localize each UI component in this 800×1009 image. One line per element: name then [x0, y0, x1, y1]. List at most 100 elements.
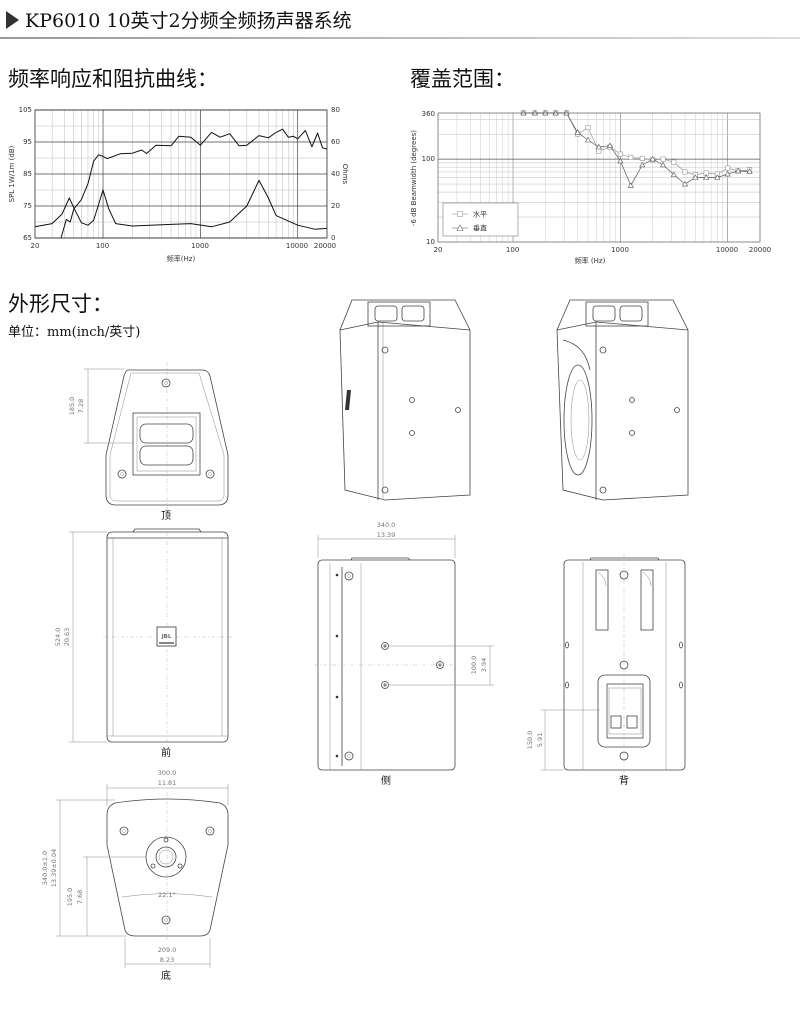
unit-note: 单位：mm(inch/英寸) — [8, 325, 141, 340]
bottom-offset-in: 7.68 — [76, 890, 84, 904]
c2-triangle-marker — [714, 174, 721, 180]
bottom-depth-in: 13.39±0.04 — [50, 849, 58, 888]
back-view-label: 背 — [619, 774, 629, 787]
c2-triangle-marker — [574, 129, 581, 135]
c2-xtick: 20000 — [749, 246, 771, 254]
c2-square-marker — [639, 155, 645, 161]
c2-triangle-marker — [649, 155, 656, 162]
side-spacing-in: 3.94 — [480, 658, 488, 672]
bottom-offset-mm: 195.0 — [66, 888, 74, 907]
bottom-view-label: 底 — [161, 969, 171, 982]
c1-ytick: 105 — [19, 106, 32, 114]
c2-xtick: 100 — [506, 246, 519, 254]
section-heading-response: 频率响应和阻抗曲线： — [8, 67, 218, 91]
top-dim-mm: 185.0 — [68, 397, 76, 416]
front-view-label: 前 — [161, 746, 171, 759]
bottom-width-in: 11.81 — [158, 779, 177, 787]
beamwidth-chart: 20 100 1000 10000 20000 10 100 360 频率 (H… — [410, 109, 771, 265]
c2-ylabel: -6 dB Beamwidth (degrees) — [410, 130, 418, 226]
bottom-view-drawing: 22.1° 300.0 11.81 340.0±1.0 13.39±0.04 1… — [41, 769, 229, 982]
c2-xlabel: 频率 (Hz) — [575, 256, 606, 265]
c2-square-marker — [596, 148, 602, 154]
side-view-label: 侧 — [381, 774, 391, 787]
c1-y2tick: 20 — [331, 202, 340, 210]
jbl-logo — [156, 626, 177, 647]
c1-y2tick: 60 — [331, 138, 340, 146]
c2-xtick: 20 — [434, 246, 443, 254]
back-dim-mm: 150.0 — [526, 731, 534, 750]
logo-text: JBL — [161, 634, 172, 640]
c1-series-spl — [60, 128, 328, 239]
c2-triangle-marker — [724, 170, 731, 177]
c2-xtick: 1000 — [611, 246, 629, 254]
c2-legend: 水平 垂直 — [442, 202, 519, 237]
bottom-angle: 22.1° — [158, 891, 176, 899]
perspective-view-woofer — [556, 299, 689, 501]
perspective-view-grille — [339, 299, 471, 501]
c1-xtick: 20000 — [314, 242, 336, 250]
legend-square-marker — [457, 211, 463, 217]
back-view-drawing: 150.0 5.91 背 — [526, 553, 686, 787]
title-arrow-icon — [6, 11, 19, 29]
c2-ytick: 10 — [426, 238, 435, 246]
c2-triangle-marker — [734, 167, 742, 174]
legend-label: 垂直 — [473, 224, 487, 233]
side-width-mm: 340.0 — [377, 521, 396, 529]
back-dim-in: 5.91 — [536, 733, 544, 747]
top-view-label: 顶 — [161, 510, 171, 522]
c1-series-impedance — [34, 179, 328, 230]
c2-square-marker — [682, 169, 688, 175]
c1-xtick: 10000 — [286, 242, 308, 250]
front-dim-mm: 524.0 — [54, 628, 62, 647]
side-spacing-mm: 100.0 — [470, 656, 478, 675]
c2-triangle-marker — [606, 142, 614, 149]
bottom-base-in: 8.23 — [160, 956, 174, 964]
c2-square-marker — [628, 154, 634, 160]
front-dim-in: 20.63 — [63, 628, 71, 647]
c2-ytick: 100 — [422, 155, 435, 163]
c2-triangle-marker — [703, 174, 710, 180]
legend-label: 水平 — [473, 210, 487, 219]
bottom-depth-mm: 340.0±1.0 — [41, 851, 49, 885]
side-view-drawing: 100.0 3.94 340.0 13.39 侧 — [314, 521, 494, 787]
c2-triangle-marker — [627, 182, 634, 188]
c1-xtick: 1000 — [191, 242, 209, 250]
side-width-in: 13.39 — [377, 531, 396, 539]
c1-ytick: 95 — [23, 138, 32, 146]
c2-square-marker — [617, 151, 623, 157]
c2-square-marker — [725, 165, 731, 171]
c1-y2label: Ohms — [341, 164, 349, 185]
c1-xtick: 20 — [31, 242, 40, 250]
top-view-drawing: 185.0 7.28 顶 — [68, 362, 229, 522]
c1-y2tick: 40 — [331, 170, 340, 178]
c2-square-marker — [660, 156, 666, 162]
section-heading-coverage: 覆盖范围： — [410, 67, 515, 91]
legend-triangle-marker — [456, 224, 464, 231]
c1-xtick: 100 — [96, 242, 109, 250]
c2-series-line — [523, 112, 750, 175]
bottom-width-mm: 300.0 — [158, 769, 177, 777]
c2-triangle-marker — [595, 143, 602, 150]
c1-y2tick: 0 — [331, 234, 335, 242]
c2-xtick: 10000 — [716, 246, 738, 254]
c2-triangle-marker — [670, 171, 677, 177]
c2-triangle-marker — [659, 161, 667, 168]
c1-ylabel: SPL 1W/1m (dB) — [8, 145, 16, 202]
c1-ytick: 65 — [23, 234, 32, 242]
front-view-drawing: JBL 524.0 20.63 前 — [54, 528, 232, 759]
c2-triangle-marker — [746, 168, 753, 174]
c2-triangle-marker — [584, 136, 592, 143]
frequency-impedance-chart: 20 100 1000 10000 20000 65 75 85 95 105 … — [8, 106, 349, 263]
c1-y2tick: 80 — [331, 106, 340, 114]
section-heading-dimensions: 外形尺寸： — [8, 292, 113, 316]
title-divider — [0, 37, 800, 39]
c2-triangle-marker — [681, 180, 689, 187]
bottom-base-mm: 209.0 — [158, 946, 177, 954]
c2-triangle-marker — [639, 161, 646, 168]
c2-ytick: 360 — [422, 110, 435, 118]
c2-square-marker — [671, 159, 677, 165]
page-title: KP6010 10英寸2分频全频扬声器系统 — [25, 10, 352, 32]
c2-triangle-marker — [617, 157, 624, 164]
c2-triangle-marker — [692, 174, 699, 180]
